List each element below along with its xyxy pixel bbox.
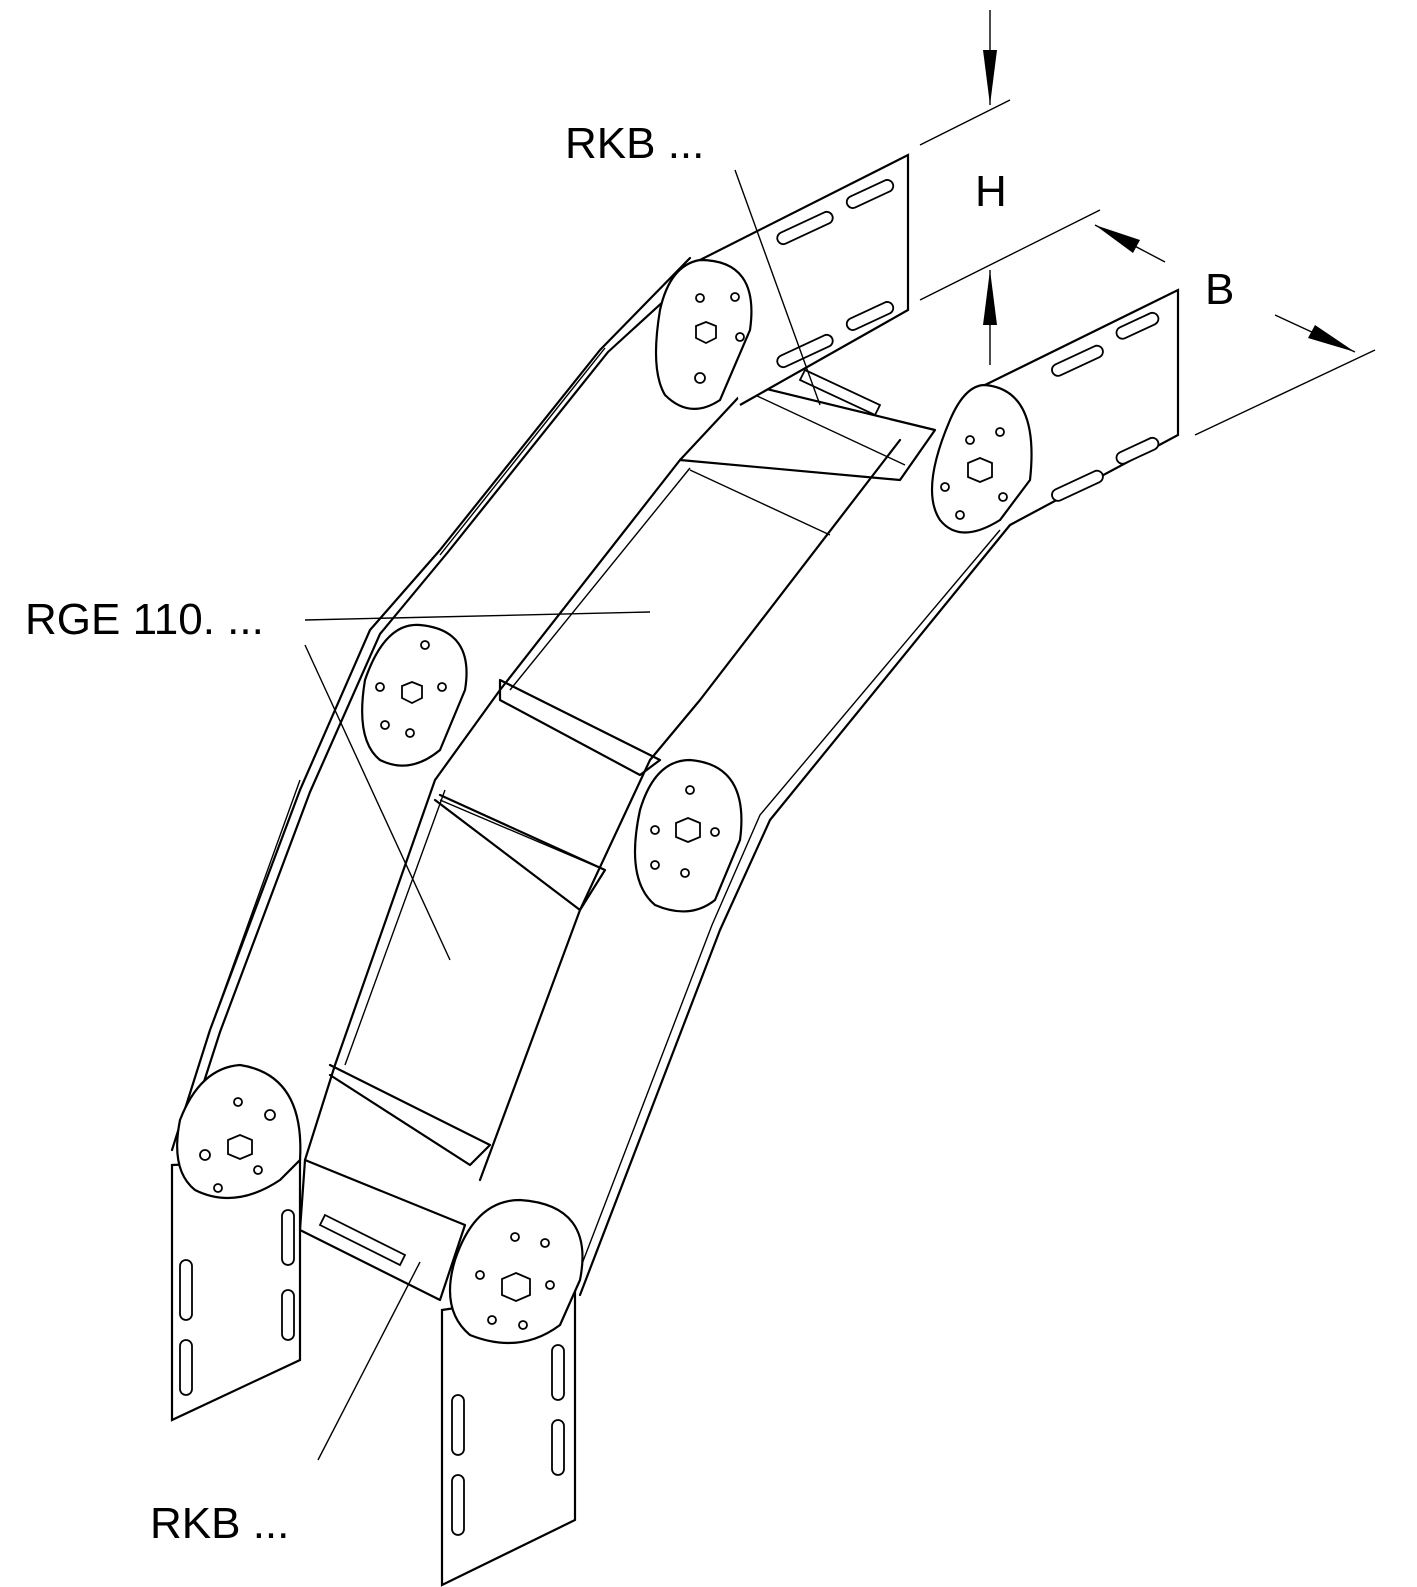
leader-lines (304, 169, 821, 1461)
inner-rails (303, 438, 902, 1182)
label-rge: RGE 110. ... (25, 595, 264, 644)
right-side-rail (571, 523, 1012, 1297)
rungs (298, 368, 937, 1302)
label-dimension-b: B (1205, 265, 1235, 314)
label-rkb-bottom: RKB ... (150, 1499, 290, 1548)
arrow-left-icon (1095, 225, 1140, 253)
joint-plate (930, 383, 1033, 534)
joint-plates (176, 258, 1033, 1345)
dimension-b (1094, 224, 1376, 436)
bottom-right-end-plate (440, 1288, 577, 1587)
arrow-up-icon (983, 270, 997, 325)
joint-plate (361, 623, 468, 767)
arrow-down-icon (983, 50, 997, 105)
top-right-end-plate (984, 288, 1180, 526)
joint-plate (633, 758, 743, 913)
dimension-h (919, 10, 1101, 365)
left-side-rail (170, 256, 702, 1152)
top-left-end-plate (699, 153, 910, 406)
label-dimension-h: H (975, 167, 1007, 216)
arrow-right-icon (1308, 325, 1355, 352)
joint-plate (448, 1198, 584, 1345)
label-rkb-top: RKB ... (565, 119, 705, 168)
joint-plate (176, 1063, 302, 1200)
bottom-left-end-plate (170, 1158, 302, 1422)
joint-plate (654, 258, 753, 410)
